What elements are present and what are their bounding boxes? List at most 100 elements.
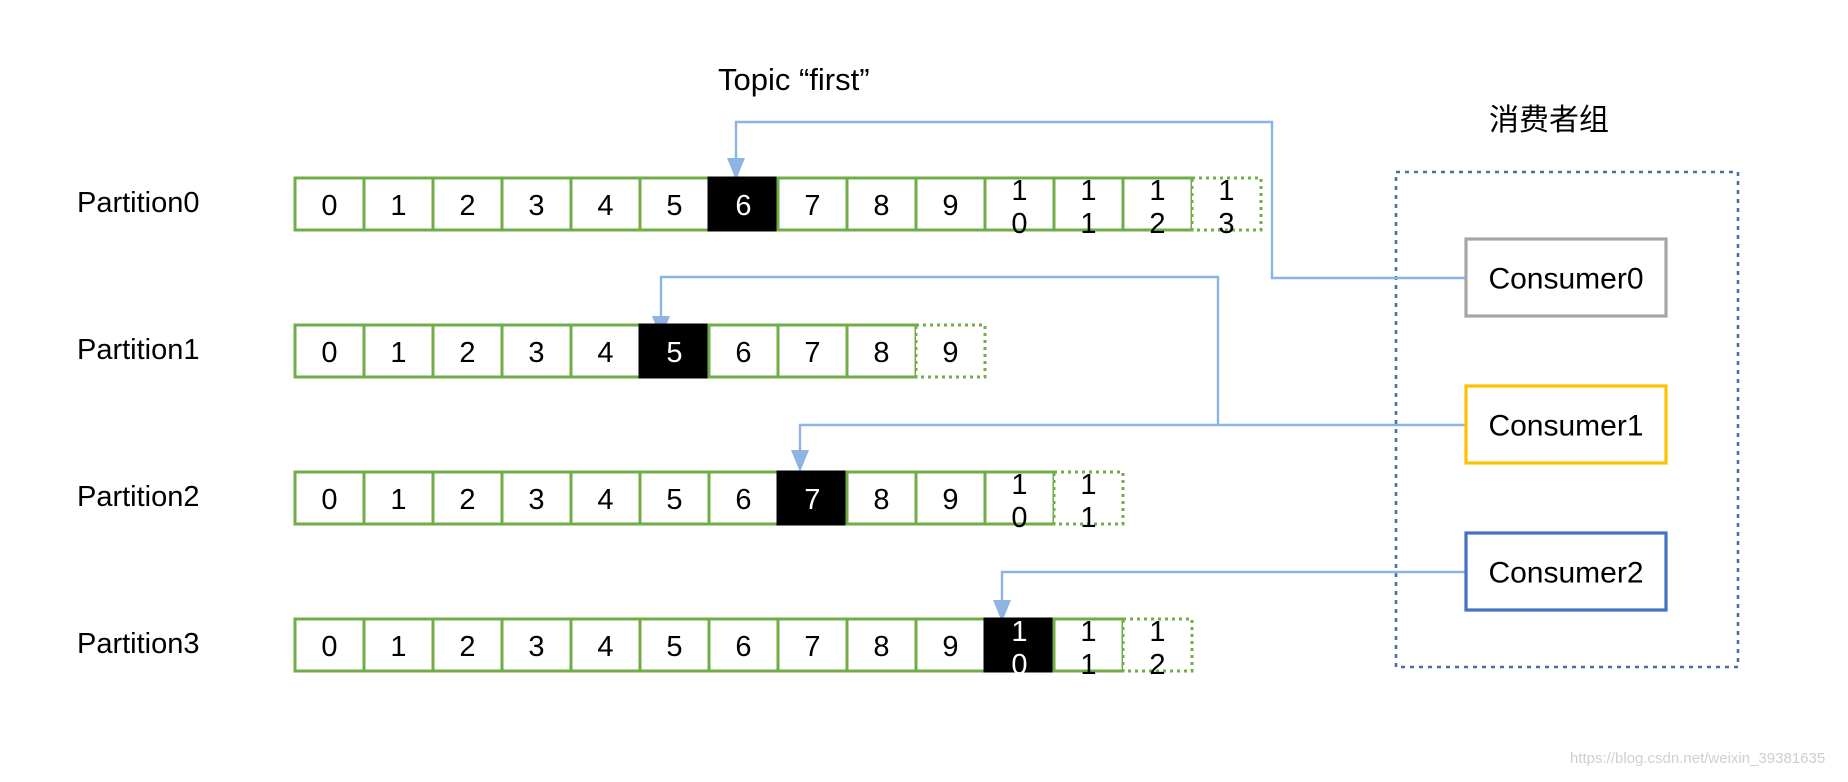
partition-cell [500, 323, 573, 379]
partition-cell [431, 323, 504, 379]
partition-cell-label: 3 [528, 484, 544, 516]
consumer-box-0[interactable]: Consumer0 [1464, 237, 1668, 318]
partition-cell-label: 6 [735, 337, 751, 369]
partition-cell-label: 7 [804, 190, 820, 222]
partition-cell-label: 6 [735, 484, 751, 516]
partition-cell-label: 0 [321, 337, 337, 369]
partition-cell [638, 617, 711, 673]
partition-cell-label: 5 [666, 484, 682, 516]
partition-cell [638, 470, 711, 526]
partition-cell-pending [1052, 470, 1125, 526]
connector-consumer1-to-partitions [652, 275, 1466, 472]
consumer-label: Consumer1 [1488, 410, 1643, 443]
partition-cell [362, 323, 435, 379]
partition-cell-label: 7 [804, 484, 820, 516]
partition-cell-label: 8 [873, 484, 889, 516]
partition-cell-pending [1121, 617, 1194, 673]
partition-cell-label: 8 [873, 631, 889, 663]
partition-cell-label: 7 [804, 631, 820, 663]
partition-label-2: Partition2 [77, 481, 200, 513]
partition-label-0: Partition0 [77, 187, 200, 219]
partition-cell-label: 1 [390, 631, 406, 663]
partition-label-3: Partition3 [77, 628, 200, 660]
partition-cell-label: 6 [735, 631, 751, 663]
partition-cell [293, 470, 366, 526]
partition-cell [1052, 617, 1125, 673]
partition-cell-label: 4 [597, 337, 613, 369]
partition-cell-label: 2 [459, 337, 475, 369]
consumer-box-outline[interactable] [1464, 384, 1668, 465]
partition-cell [431, 470, 504, 526]
partition-cell [293, 323, 366, 379]
partition-cell [983, 176, 1056, 232]
partition-cell-label: 5 [666, 631, 682, 663]
partition-cell [431, 176, 504, 232]
partition-cell [707, 323, 780, 379]
partition-cell-label: 4 [597, 484, 613, 516]
partition-cell-label: 4 [597, 631, 613, 663]
partition-cell-current-offset [776, 470, 849, 526]
partition-cell [500, 617, 573, 673]
partition-cell-label: 1 [390, 190, 406, 222]
arrow-head-partition2 [791, 450, 809, 472]
partition-cell [638, 176, 711, 232]
consumer-box-1[interactable]: Consumer1 [1464, 384, 1668, 465]
partition-cell-label: 9 [942, 484, 958, 516]
topic-title: Topic “first” [718, 62, 870, 97]
partition-cell [362, 617, 435, 673]
partition-cell-label: 2 [459, 484, 475, 516]
partition-cell [914, 176, 987, 232]
partition-cell-current-offset [983, 617, 1056, 673]
partition-cell-current-offset [707, 176, 780, 232]
partition-cell-label: 4 [597, 190, 613, 222]
partition-cell-label: 1 [390, 337, 406, 369]
partition-cell-label: 5 [666, 337, 682, 369]
partition-cell [569, 617, 642, 673]
consumer-group-title: 消费者组 [1489, 103, 1609, 138]
partition-cell-label: 7 [804, 337, 820, 369]
consumer-label: Consumer2 [1488, 557, 1643, 590]
partition-cell-label: 0 [321, 484, 337, 516]
partition-cell [569, 176, 642, 232]
partition-cell [914, 617, 987, 673]
partition-cell-label: 2 [459, 631, 475, 663]
partition-cell-label: 0 [321, 190, 337, 222]
consumer-box-2[interactable]: Consumer2 [1464, 531, 1668, 612]
partition-label-1: Partition1 [77, 334, 200, 366]
consumer-box-outline[interactable] [1464, 531, 1668, 612]
connector-consumer2-to-partition3 [993, 570, 1466, 622]
partition-cell-pending [1190, 176, 1263, 232]
partition-cell [293, 176, 366, 232]
consumer-box-outline[interactable] [1464, 237, 1668, 318]
partition-cell [707, 470, 780, 526]
arrow-head-partition3 [993, 600, 1011, 622]
connector-consumer0-to-partition0 [727, 120, 1466, 280]
partition-cell-label: 3 [528, 631, 544, 663]
partition-cell-label: 0 [321, 631, 337, 663]
partition-cell-label: 1 [390, 484, 406, 516]
partition-cell-label: 8 [873, 337, 889, 369]
consumer-group-container [1394, 170, 1740, 669]
partition-cell [776, 176, 849, 232]
partition-cell-pending [914, 323, 987, 379]
partition-cell [569, 323, 642, 379]
partition-cell-label: 2 [459, 190, 475, 222]
arrow-head-partition0 [727, 158, 745, 180]
watermark: https://blog.csdn.net/weixin_39381635 [1570, 750, 1825, 767]
